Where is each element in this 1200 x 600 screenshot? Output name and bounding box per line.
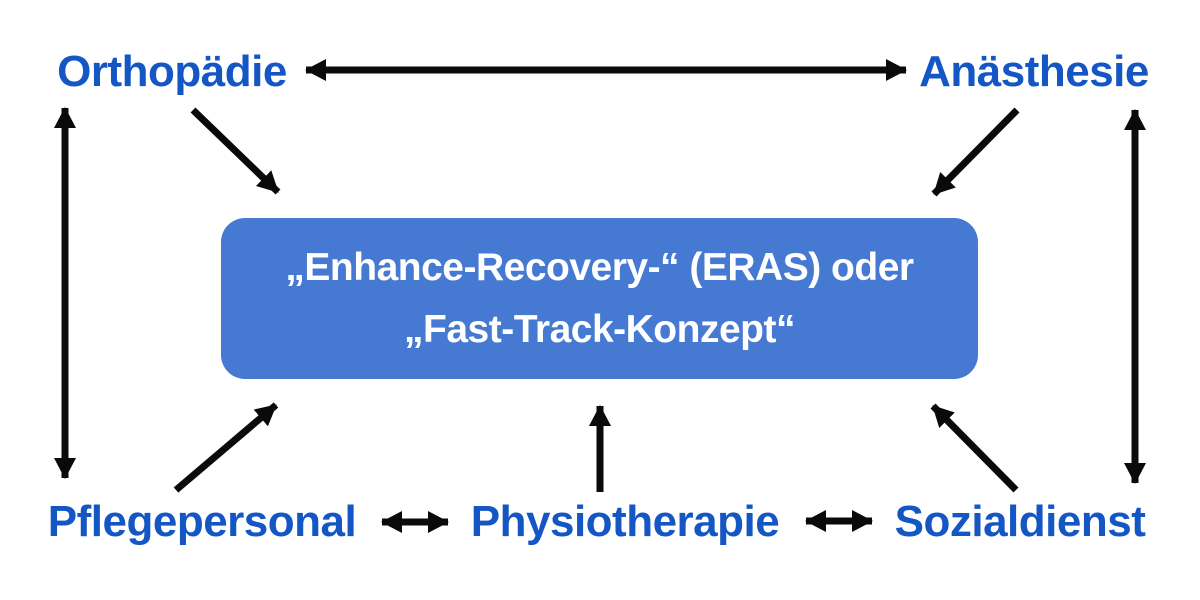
arrow-sozialdienst-to-box [930, 403, 1019, 493]
node-physiotherapie: Physiotherapie [470, 497, 780, 546]
node-pflegepersonal: Pflegepersonal [47, 497, 357, 546]
node-orthopaedie: Orthopädie [57, 47, 287, 96]
node-anaesthesie: Anästhesie [919, 47, 1149, 96]
center-box-line2: „Fast-Track-Konzept“ [404, 307, 795, 351]
arrow-pflegepersonal-to-box [173, 402, 279, 493]
center-concept-box: „Enhance-Recovery-“ (ERAS) oder „Fast-Tr… [221, 218, 978, 379]
center-box-line1: „Enhance-Recovery-“ (ERAS) oder [285, 245, 914, 289]
node-sozialdienst: Sozialdienst [894, 497, 1146, 546]
arrow-anaesthesie-to-box [931, 107, 1020, 197]
arrow-orthopaedie-to-box [190, 107, 281, 195]
